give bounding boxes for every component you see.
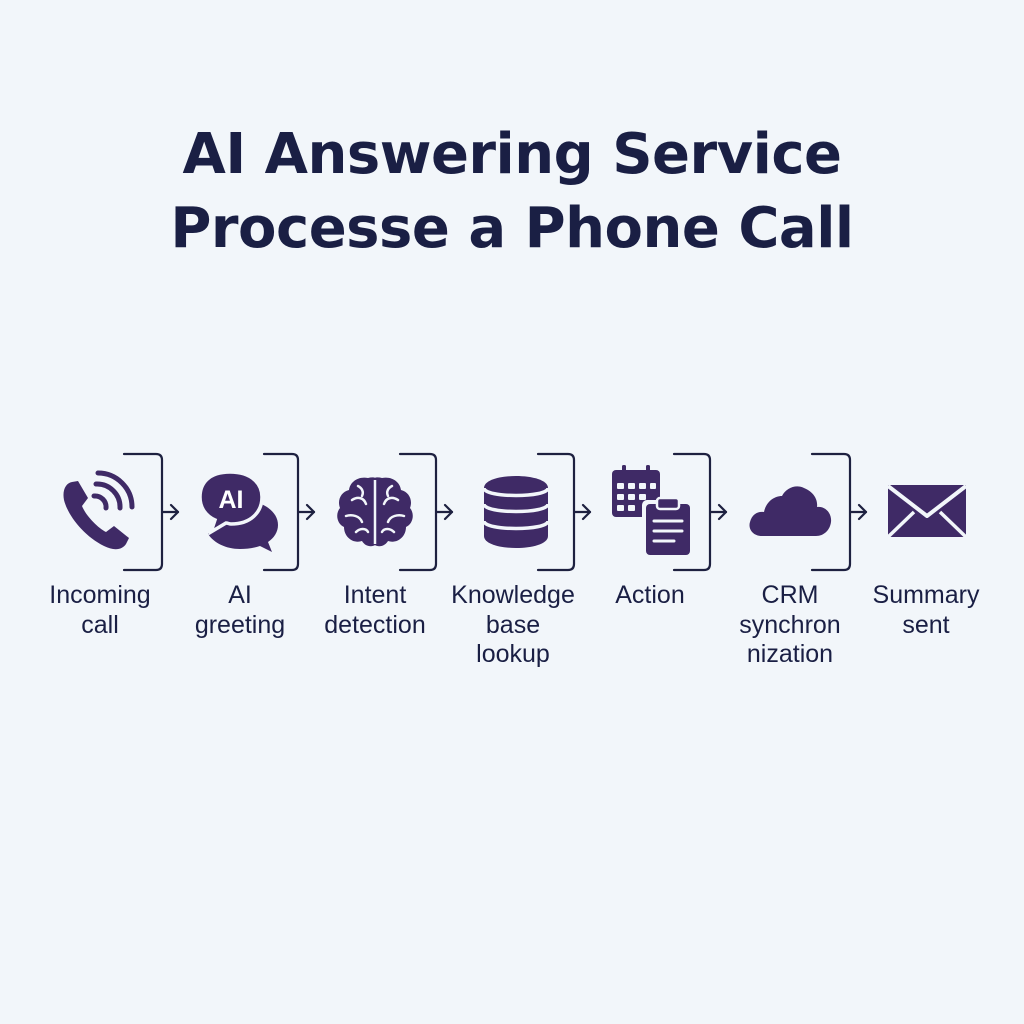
connector-line-5 [672, 452, 728, 572]
phone-ringing-icon [63, 470, 135, 550]
ai-icon-text: AI [219, 486, 244, 514]
connector-arrowhead-4 [581, 503, 592, 521]
step-label-line: synchron [739, 610, 841, 639]
connector-arrowhead-6 [857, 503, 868, 521]
diagram-title: AI Answering Service Processe a Phone Ca… [0, 118, 1024, 266]
connector-line-3 [398, 452, 454, 572]
brain-icon [337, 477, 413, 547]
step-label-line: AI [228, 581, 252, 609]
database-icon [482, 476, 550, 548]
connector-arrowhead-5 [717, 503, 728, 521]
step-label-line: sent [902, 610, 950, 639]
connector-arrowhead-2 [305, 503, 316, 521]
process-flow: AI [63, 452, 968, 572]
step-label-line: Action [615, 581, 685, 609]
step-label-line: base [485, 610, 541, 639]
step-label-line: Summary [872, 581, 980, 609]
connector-line-1 [122, 452, 180, 572]
envelope-icon [886, 484, 968, 539]
step-label-line: lookup [476, 640, 550, 668]
diagram-title-line-2: Processe a Phone Call [170, 196, 854, 261]
step-label-5: Action [575, 581, 725, 611]
step-label-line: Knowledge [451, 581, 575, 609]
step-label-line: Intent [343, 581, 407, 609]
ai-chat-bubbles-icon: AI [198, 470, 278, 552]
step-label-line: greeting [194, 610, 286, 639]
step-label-line: nization [746, 640, 834, 668]
connectors [122, 452, 868, 572]
connector-line-2 [262, 452, 316, 572]
step-label-line: detection [324, 610, 426, 639]
step-label-line: Incoming [49, 581, 151, 609]
calendar-clipboard-icon [612, 465, 694, 558]
diagram-title-line-1: AI Answering Service [182, 122, 843, 187]
cloud-icon [749, 486, 832, 536]
connector-arrowhead-1 [169, 503, 180, 521]
connector-line-4 [536, 452, 592, 572]
connector-arrowhead-3 [443, 503, 454, 521]
connector-line-6 [810, 452, 868, 572]
step-label-line: call [81, 610, 119, 639]
step-label-line: CRM [761, 581, 819, 609]
